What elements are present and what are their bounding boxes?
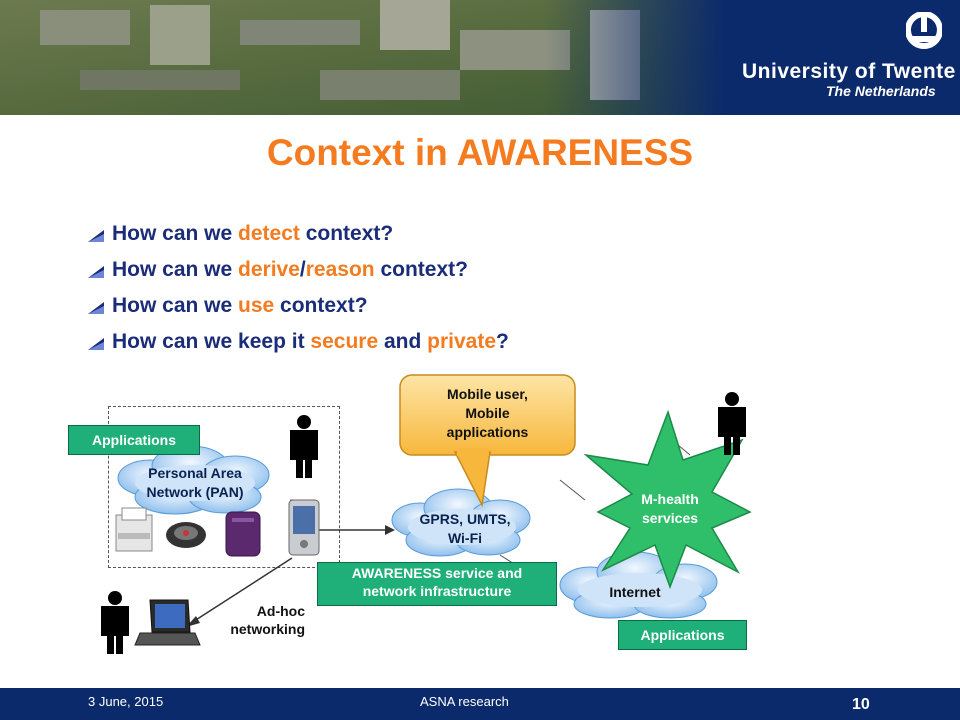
gprs-line2: Wi-Fi	[447, 530, 483, 546]
applications-label: Applications	[640, 627, 725, 643]
bullet-text: How can we	[112, 258, 239, 281]
slide-title: Context in AWARENESS	[266, 132, 694, 173]
pan-label: Personal Area Network (PAN)	[120, 464, 270, 502]
bullet-text: context?	[374, 258, 468, 281]
awareness-line2: network infrastructure	[362, 583, 512, 599]
campus-aerial-photo	[0, 0, 725, 115]
applications-box-left: Applications	[68, 425, 200, 455]
mhealth-line1: M-health	[641, 491, 699, 507]
bullet-text: How can we	[112, 222, 239, 245]
footer-date: 3 June, 2015	[88, 694, 164, 709]
bullet-text: and	[378, 330, 428, 353]
bullet-highlight: derive	[238, 258, 300, 281]
applications-label: Applications	[91, 432, 176, 448]
awareness-line1: AWARENESS service and	[351, 565, 523, 581]
mhealth-starburst	[583, 409, 752, 590]
footer-center-text: ASNA research	[420, 694, 509, 709]
bullet-arrow-icon	[88, 338, 104, 350]
arrow-head	[385, 525, 395, 535]
pda-icon	[288, 499, 320, 556]
mhealth-line2: services	[641, 510, 699, 526]
bullet-text: context?	[274, 294, 368, 317]
callout-text: Mobile user, Mobile applications	[405, 385, 570, 442]
gprs-line1: GPRS, UMTS,	[419, 511, 511, 527]
callout-line3: applications	[446, 424, 529, 440]
university-name: University of Twente	[742, 60, 956, 83]
bullet-text: context?	[299, 222, 394, 245]
printer-icon	[115, 507, 153, 552]
university-logo-icon	[906, 12, 942, 49]
bullet-text: How can we	[112, 294, 239, 317]
mhealth-label: M-health services	[610, 490, 730, 528]
gprs-cloud	[391, 488, 531, 557]
bullet-arrow-icon	[88, 230, 104, 242]
awareness-infrastructure-box: AWARENESS service and network infrastruc…	[317, 562, 557, 606]
callout-line1: Mobile user,	[447, 386, 528, 402]
adhoc-line1: Ad-hoc	[256, 603, 305, 619]
link-line	[559, 479, 586, 501]
adhoc-line2: networking	[230, 621, 305, 637]
pan-cloud	[117, 445, 270, 515]
bullet-highlight: use	[238, 294, 275, 317]
header-banner: University of Twente The Netherlands	[0, 0, 960, 115]
bullet-text: How can we keep it	[112, 330, 311, 353]
bullet-highlight: secure	[310, 330, 379, 353]
university-country: The Netherlands	[826, 83, 936, 99]
adhoc-label: Ad-hoc networking	[195, 602, 305, 638]
internet-cloud	[559, 551, 718, 619]
applications-box-right: Applications	[618, 620, 747, 650]
person-icon	[101, 591, 129, 654]
bullet-highlight: reason	[305, 258, 375, 281]
pan-label-line2: Network (PAN)	[146, 484, 244, 500]
internet-label: Internet	[609, 584, 661, 600]
person-icon	[718, 392, 746, 455]
bullet-text: ?	[496, 330, 509, 353]
pan-label-line1: Personal Area	[148, 465, 242, 481]
bullet-highlight: detect	[238, 222, 300, 245]
gprs-label: GPRS, UMTS, Wi-Fi	[400, 510, 530, 548]
mobile-user-callout	[399, 374, 576, 508]
modem-icon	[225, 511, 261, 557]
bullet-text: /	[299, 258, 306, 281]
person-icon	[290, 415, 318, 478]
gps-device-icon	[166, 522, 206, 548]
pan-boundary	[108, 406, 340, 568]
adhoc-line	[187, 557, 293, 626]
bullet-arrow-icon	[88, 266, 104, 278]
footer-bar	[0, 688, 960, 720]
page-number: 10	[852, 696, 870, 713]
bullet-highlight: private	[427, 330, 497, 353]
laptop-icon	[134, 599, 201, 646]
callout-line2: Mobile	[465, 405, 510, 421]
bullet-arrow-icon	[88, 302, 104, 314]
